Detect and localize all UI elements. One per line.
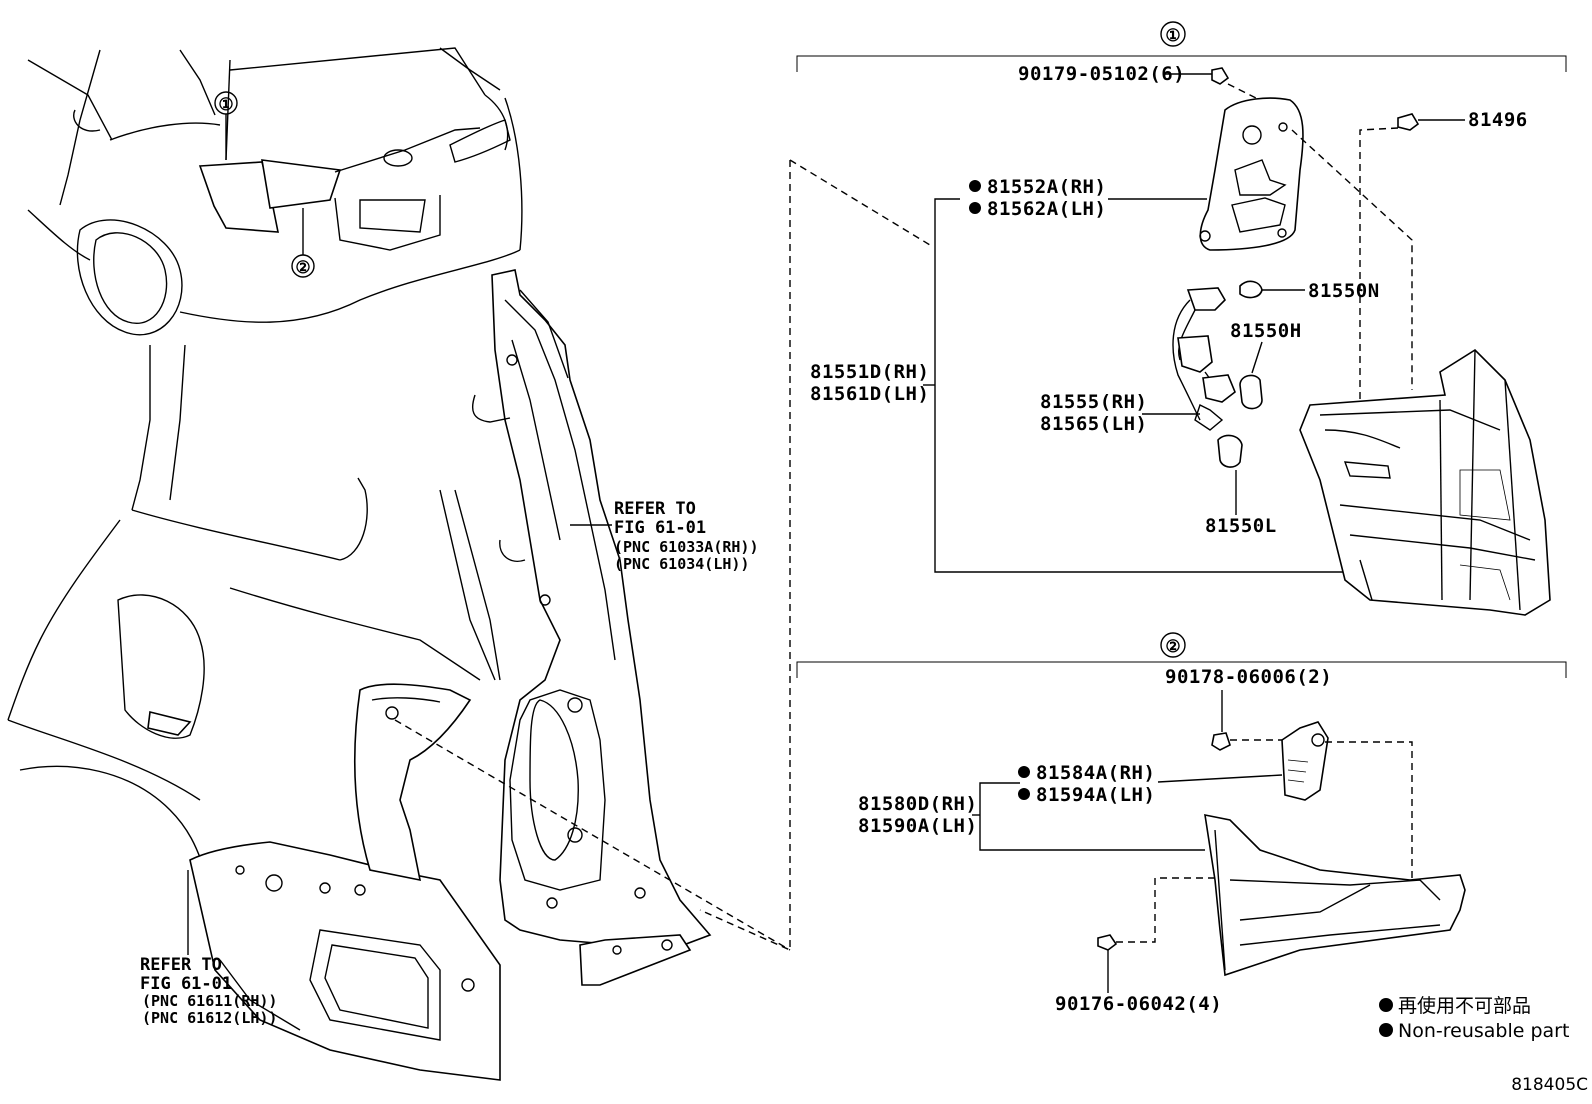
label-refer-upper-line3: (PNC 61033A(RH)) [614,538,759,556]
ref-line-upper [789,159,931,246]
nonreusable-dot-icon [1018,766,1030,778]
screw-90179-shape [1211,67,1230,85]
label-callouts-one: ① [218,95,233,115]
bracket-gasket-shape [1281,721,1329,801]
nonreusable-dot-icon [1379,998,1393,1012]
label-group1-lamp-assy-lh: 81561D(LH) [810,383,929,405]
quarter-panel [7,344,501,1081]
bulb-81550h-shape [1239,374,1263,410]
label-callouts-one: ① [1165,26,1180,46]
label-group1-lamp-assy-rh: 81551D(RH) [810,361,929,383]
label-group1-bulb-h: 81550H [1230,320,1302,342]
tail-lamp-2-shape [1204,813,1466,977]
group-1-header: ① [796,21,1567,72]
label-group2-lamp-assy-lh: 81590A(LH) [858,815,977,837]
legend: 再使用不可部品 Non-reusable part [1379,995,1569,1042]
label-group2-lamp-assy-rh: 81580D(RH) [858,793,977,815]
label-group1-gasket-lh: 81562A(LH) [987,198,1106,220]
vehicle-rear-view [27,47,523,336]
label-group1-bulb-n: 81550N [1308,280,1380,302]
label-refer-upper-line4: (PNC 61034(LH)) [614,555,749,573]
label-legend-line1: 再使用不可部品 [1398,995,1531,1017]
label-group1-socket-lh: 81565(LH) [1040,413,1147,435]
label-group1-socket-rh: 81555(RH) [1040,391,1147,413]
label-group1-bulb-l: 81550L [1205,515,1277,537]
bulb-81550l-shape [1217,434,1243,468]
label-group1-clip: 81496 [1468,109,1528,131]
tail-lamp-1-shape [1299,348,1551,616]
label-refer-lower-line3: (PNC 61611(RH)) [142,992,277,1010]
nonreusable-dot-icon [1018,788,1030,800]
clip-81496-shape [1397,113,1420,131]
label-group2-nut: 90176-06042(4) [1055,993,1222,1015]
label-refer-upper-line1: REFER TO [614,499,696,519]
screw-90178-shape [1211,732,1231,751]
nonreusable-dot-icon [1379,1023,1393,1037]
label-callouts-two: ② [1165,637,1180,657]
label-group1-screw: 90179-05102(6) [1018,63,1185,85]
group-2-parts: 90178-06006(2) 81584A(RH) 81594A(LH) 815… [858,666,1466,1015]
group-1-parts: 90179-05102(6) 81496 81552A(RH) 81562A(L… [810,63,1551,616]
bulb-81550n-shape [1239,280,1263,299]
ref-line-left [699,160,791,952]
label-group2-gasket-lh: 81594A(LH) [1036,784,1155,806]
label-refer-lower-line1: REFER TO [140,955,222,975]
gasket-plate-shape [1199,97,1304,251]
group-2-header: ② [796,632,1567,678]
nut-90176-shape [1097,934,1118,951]
nonreusable-dot-icon [969,202,981,214]
callout-1-vehicle: ① [214,91,238,160]
label-callouts-two: ② [295,258,310,278]
label-group2-screw: 90178-06006(2) [1165,666,1332,688]
label-group1-gasket-rh: 81552A(RH) [987,176,1106,198]
label-legend-line2: Non-reusable part [1398,1020,1569,1042]
socket-upper-shape [1186,287,1227,311]
diagram-code: 818405C [1511,1075,1588,1095]
refer-lower-note: REFER TO FIG 61-01 (PNC 61611(RH)) (PNC … [140,870,277,1027]
label-refer-lower-line4: (PNC 61612(LH)) [142,1009,277,1027]
label-refer-upper-line2: FIG 61-01 [614,518,706,538]
callout-2-vehicle: ② [291,208,315,278]
rear-pillar-panel [472,269,712,986]
ref-line-diag [394,719,791,951]
label-group2-gasket-rh: 81584A(RH) [1036,762,1155,784]
nonreusable-dot-icon [969,180,981,192]
refer-upper-note: REFER TO FIG 61-01 (PNC 61033A(RH)) (PNC… [570,499,759,573]
label-refer-lower-line2: FIG 61-01 [140,974,232,994]
